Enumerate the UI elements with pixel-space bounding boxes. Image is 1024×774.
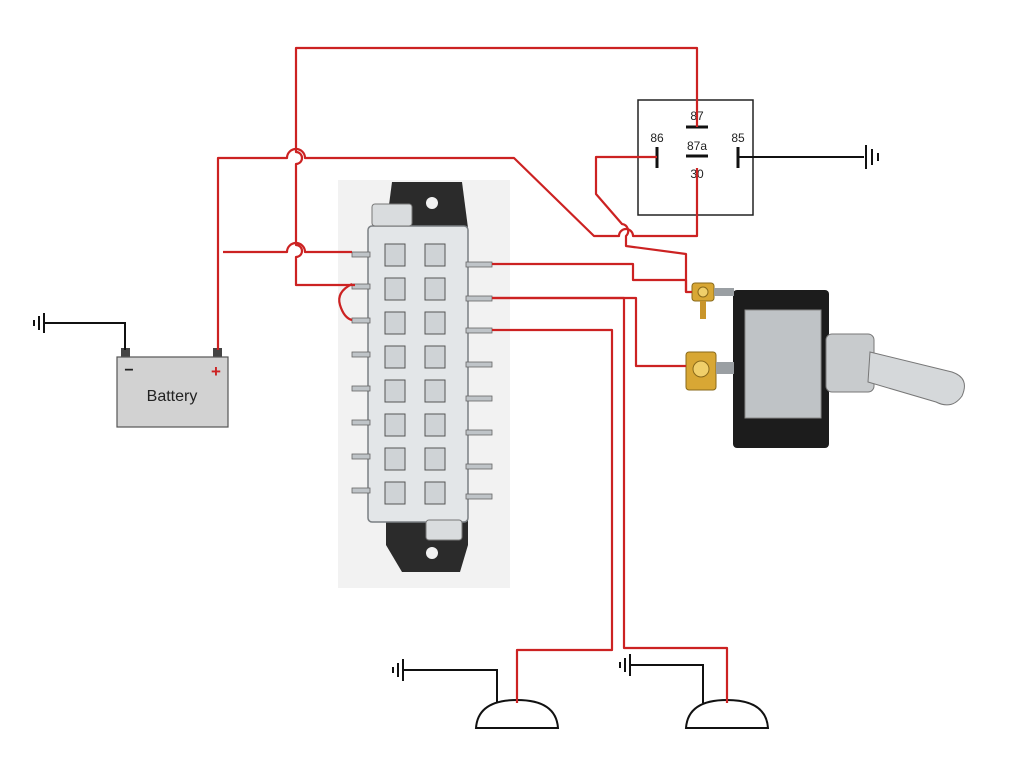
battery-terminal-negative bbox=[121, 348, 130, 358]
ground-symbol-icon bbox=[865, 145, 879, 169]
fuse-box-mount-hole-top bbox=[426, 197, 438, 209]
relay-pin-86-label: 86 bbox=[650, 131, 664, 145]
switch-plate bbox=[744, 309, 822, 419]
fuse-box-terminals-left bbox=[351, 251, 371, 494]
relay-pin-87a-label: 87a bbox=[687, 139, 707, 153]
wire-relay86-to-switch bbox=[594, 155, 688, 292]
ground-wire-lamp-left bbox=[404, 669, 498, 703]
fuse-box-clip-bottom bbox=[425, 519, 463, 541]
wire-relay87-to-fusebox bbox=[294, 46, 699, 287]
switch-terminal-bottom bbox=[685, 351, 734, 391]
wire-fusebox-to-switch-top bbox=[492, 262, 692, 294]
switch-terminal-top bbox=[691, 282, 734, 319]
switch-lever bbox=[867, 351, 965, 406]
wire-fusebox-to-lamp-right bbox=[492, 296, 729, 703]
fuse-box-cover bbox=[367, 225, 469, 523]
power-wires bbox=[216, 46, 729, 703]
battery-negative-symbol: − bbox=[124, 362, 133, 379]
lamp-icon bbox=[474, 698, 560, 729]
ground-symbol-icon bbox=[392, 659, 404, 681]
toggle-switch-icon bbox=[685, 282, 965, 448]
ground-symbol-icon bbox=[619, 654, 631, 676]
battery-body bbox=[116, 356, 229, 428]
battery-positive-symbol: + bbox=[211, 362, 221, 381]
wire-battery-to-fusebox bbox=[223, 241, 352, 254]
ground-wires bbox=[44, 156, 864, 703]
fuse-slots bbox=[384, 243, 446, 505]
fuse-box-mount-hole-bottom bbox=[426, 547, 438, 559]
wire-fusebox-jumper bbox=[338, 283, 353, 322]
switch-bushing bbox=[825, 333, 875, 393]
lamp-icon bbox=[684, 698, 770, 729]
lamp-left bbox=[474, 698, 560, 729]
ground-symbol-icon bbox=[33, 313, 45, 333]
battery-icon: − + Battery bbox=[116, 348, 229, 428]
lamp-right bbox=[684, 698, 770, 729]
battery-label: Battery bbox=[147, 388, 198, 405]
wire-battery-to-relay30 bbox=[216, 147, 699, 350]
fuse-box-clip-top bbox=[371, 203, 413, 227]
wire-fusebox-to-lamp-left bbox=[492, 328, 614, 703]
relay-pin-85-label: 85 bbox=[731, 131, 745, 145]
relay-box-icon: 87 87a 86 85 30 bbox=[637, 99, 754, 216]
fuse-box-icon bbox=[338, 180, 510, 588]
battery-terminal-positive bbox=[213, 348, 222, 358]
ground-wire-battery bbox=[44, 322, 126, 350]
ground-wire-lamp-right bbox=[630, 664, 704, 703]
wire-fusebox-to-switch-bottom bbox=[492, 296, 686, 368]
